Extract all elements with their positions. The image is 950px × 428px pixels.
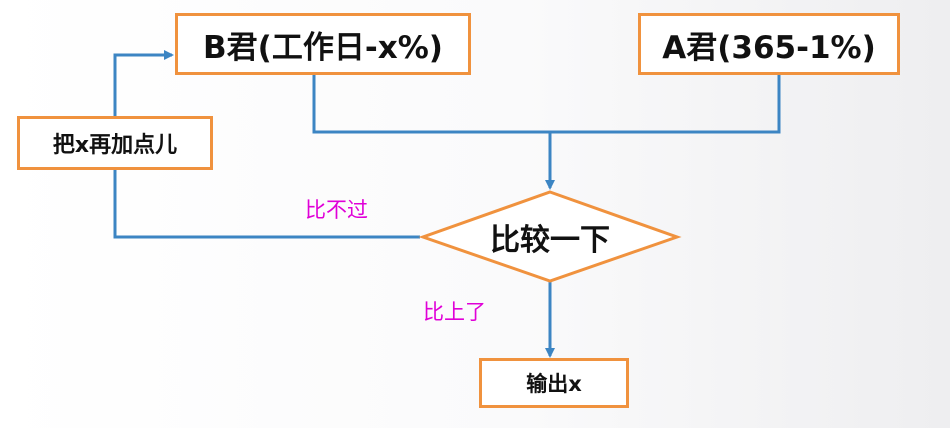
add-more-box: 把x再加点儿 — [17, 116, 213, 170]
add-more-label: 把x再加点儿 — [52, 133, 178, 158]
a-node-box: A君(365-1%) — [638, 13, 900, 75]
b-node-label: B君(工作日-x%) — [203, 29, 443, 66]
edge-label-cannot-beat: 比不过 — [305, 198, 368, 222]
compare-label: 比较一下 — [490, 223, 610, 258]
connector-b-to-merge — [312, 75, 550, 134]
compare-diamond — [418, 190, 682, 283]
arrow-add-to-b — [113, 50, 174, 116]
connector-compare-to-add — [113, 170, 420, 239]
b-node-box: B君(工作日-x%) — [175, 13, 471, 75]
output-label: 输出x — [526, 372, 582, 396]
output-box: 输出x — [479, 358, 629, 408]
a-node-label: A君(365-1%) — [662, 29, 876, 66]
connector-a-to-merge — [550, 75, 781, 134]
edge-label-beat: 比上了 — [423, 300, 486, 324]
